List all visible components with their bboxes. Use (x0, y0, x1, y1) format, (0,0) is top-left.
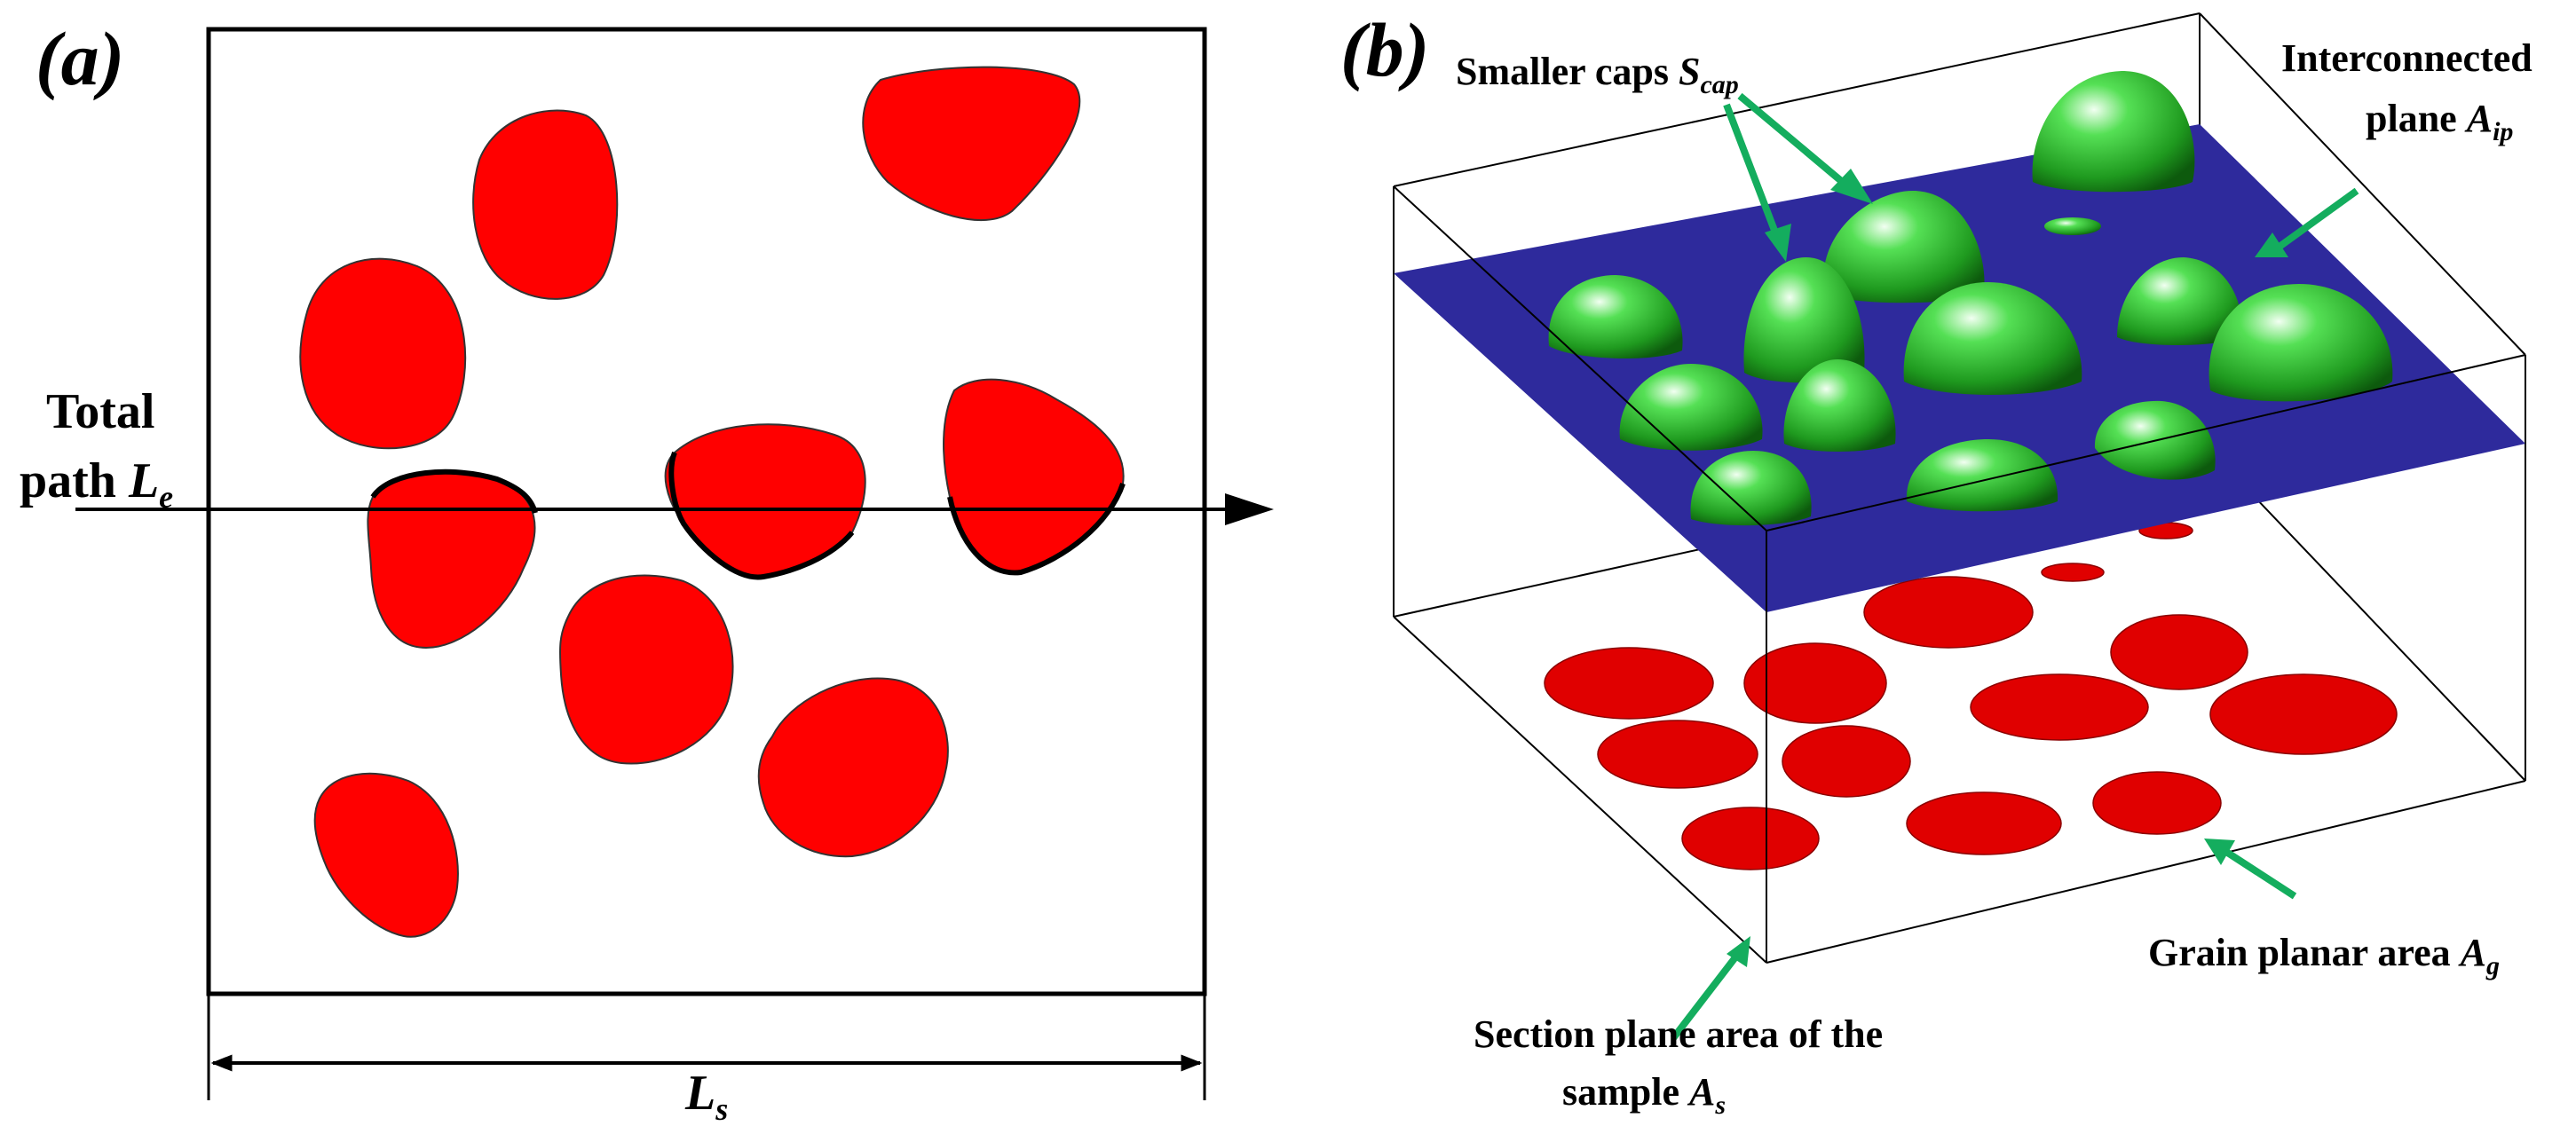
cap (1903, 282, 2082, 395)
grain-section (472, 109, 619, 300)
section-area-arrow (1670, 951, 1742, 1041)
grain-planar-section (1782, 725, 1911, 798)
grain-planar-section (2209, 673, 2398, 755)
section-area-label-line2: sample As (1562, 1070, 1726, 1120)
grain-planar-section (2092, 771, 2222, 835)
cap (2032, 71, 2195, 193)
grain-section (299, 257, 467, 450)
grain-planar-section (2110, 614, 2248, 690)
cap (1783, 359, 1896, 452)
grain-planar-sections (1544, 522, 2398, 870)
total-path-label-line2: path Le (20, 453, 173, 515)
cap (2044, 217, 2101, 235)
grain-planar-section (1743, 642, 1887, 724)
smaller-caps-arrowhead (1765, 224, 1791, 262)
cap (1822, 191, 1985, 303)
grain-planar-section (2041, 563, 2105, 582)
grain-planar-section (1681, 807, 1820, 870)
grain-section (313, 772, 459, 938)
cap (2209, 284, 2393, 402)
smaller-caps-label: Smaller caps Scap (1456, 50, 1739, 99)
sample-box-front-edges (1393, 185, 2526, 964)
grain-planar-section (1597, 720, 1758, 789)
sample-section-square (206, 27, 1207, 996)
sample-length-label: Ls (684, 1066, 728, 1126)
cap (1743, 257, 1865, 383)
intercept-segment (370, 469, 538, 514)
total-path-label-line1: Total (46, 384, 154, 439)
grain-section (558, 574, 734, 765)
panel-b: (b) (1340, 7, 2533, 1120)
smaller-caps-arrowhead (1830, 169, 1873, 204)
grain-section (862, 66, 1081, 222)
grain-section (367, 470, 536, 650)
grain-planar-section (1906, 791, 2062, 855)
grain-area-label: Grain planar area Ag (2148, 931, 2500, 980)
panel-a: (a) Total path Le Ls (20, 16, 1274, 1126)
interconnected-plane-arrowhead (2255, 232, 2288, 257)
section-area-arrowhead (1727, 936, 1750, 967)
grain-planar-section (1863, 576, 2034, 649)
interconnected-plane-arrow (2274, 187, 2359, 252)
cap (1548, 275, 1683, 359)
smaller-caps (1548, 71, 2393, 526)
intercept-segment (947, 483, 1126, 576)
cap (1906, 439, 2058, 512)
panel-b-label: (b) (1340, 7, 1429, 92)
intercept-segment (668, 451, 855, 580)
section-area-label-line1: Section plane area of the (1474, 1012, 1883, 1056)
grain-area-arrowhead (2204, 839, 2235, 865)
grain-sections (299, 66, 1125, 938)
intercept-segments (370, 451, 1126, 580)
grain-section (664, 423, 866, 579)
total-path-arrowhead (1225, 493, 1274, 525)
grain-planar-section (1970, 673, 2149, 741)
grain-planar-section (1544, 647, 1714, 720)
panel-a-label: (a) (36, 16, 124, 101)
cap (2117, 257, 2242, 345)
cap (1690, 451, 1812, 526)
smaller-caps-arrow (1723, 103, 1782, 241)
grain-area-arrow (2224, 848, 2297, 900)
interconnected-label-line2: plane Aip (2366, 97, 2513, 146)
grain-section (757, 677, 949, 858)
smaller-caps-arrow (1737, 92, 1853, 193)
annotation-arrows (1670, 92, 2359, 1041)
interconnected-label-line1: Interconnected (2281, 36, 2533, 80)
